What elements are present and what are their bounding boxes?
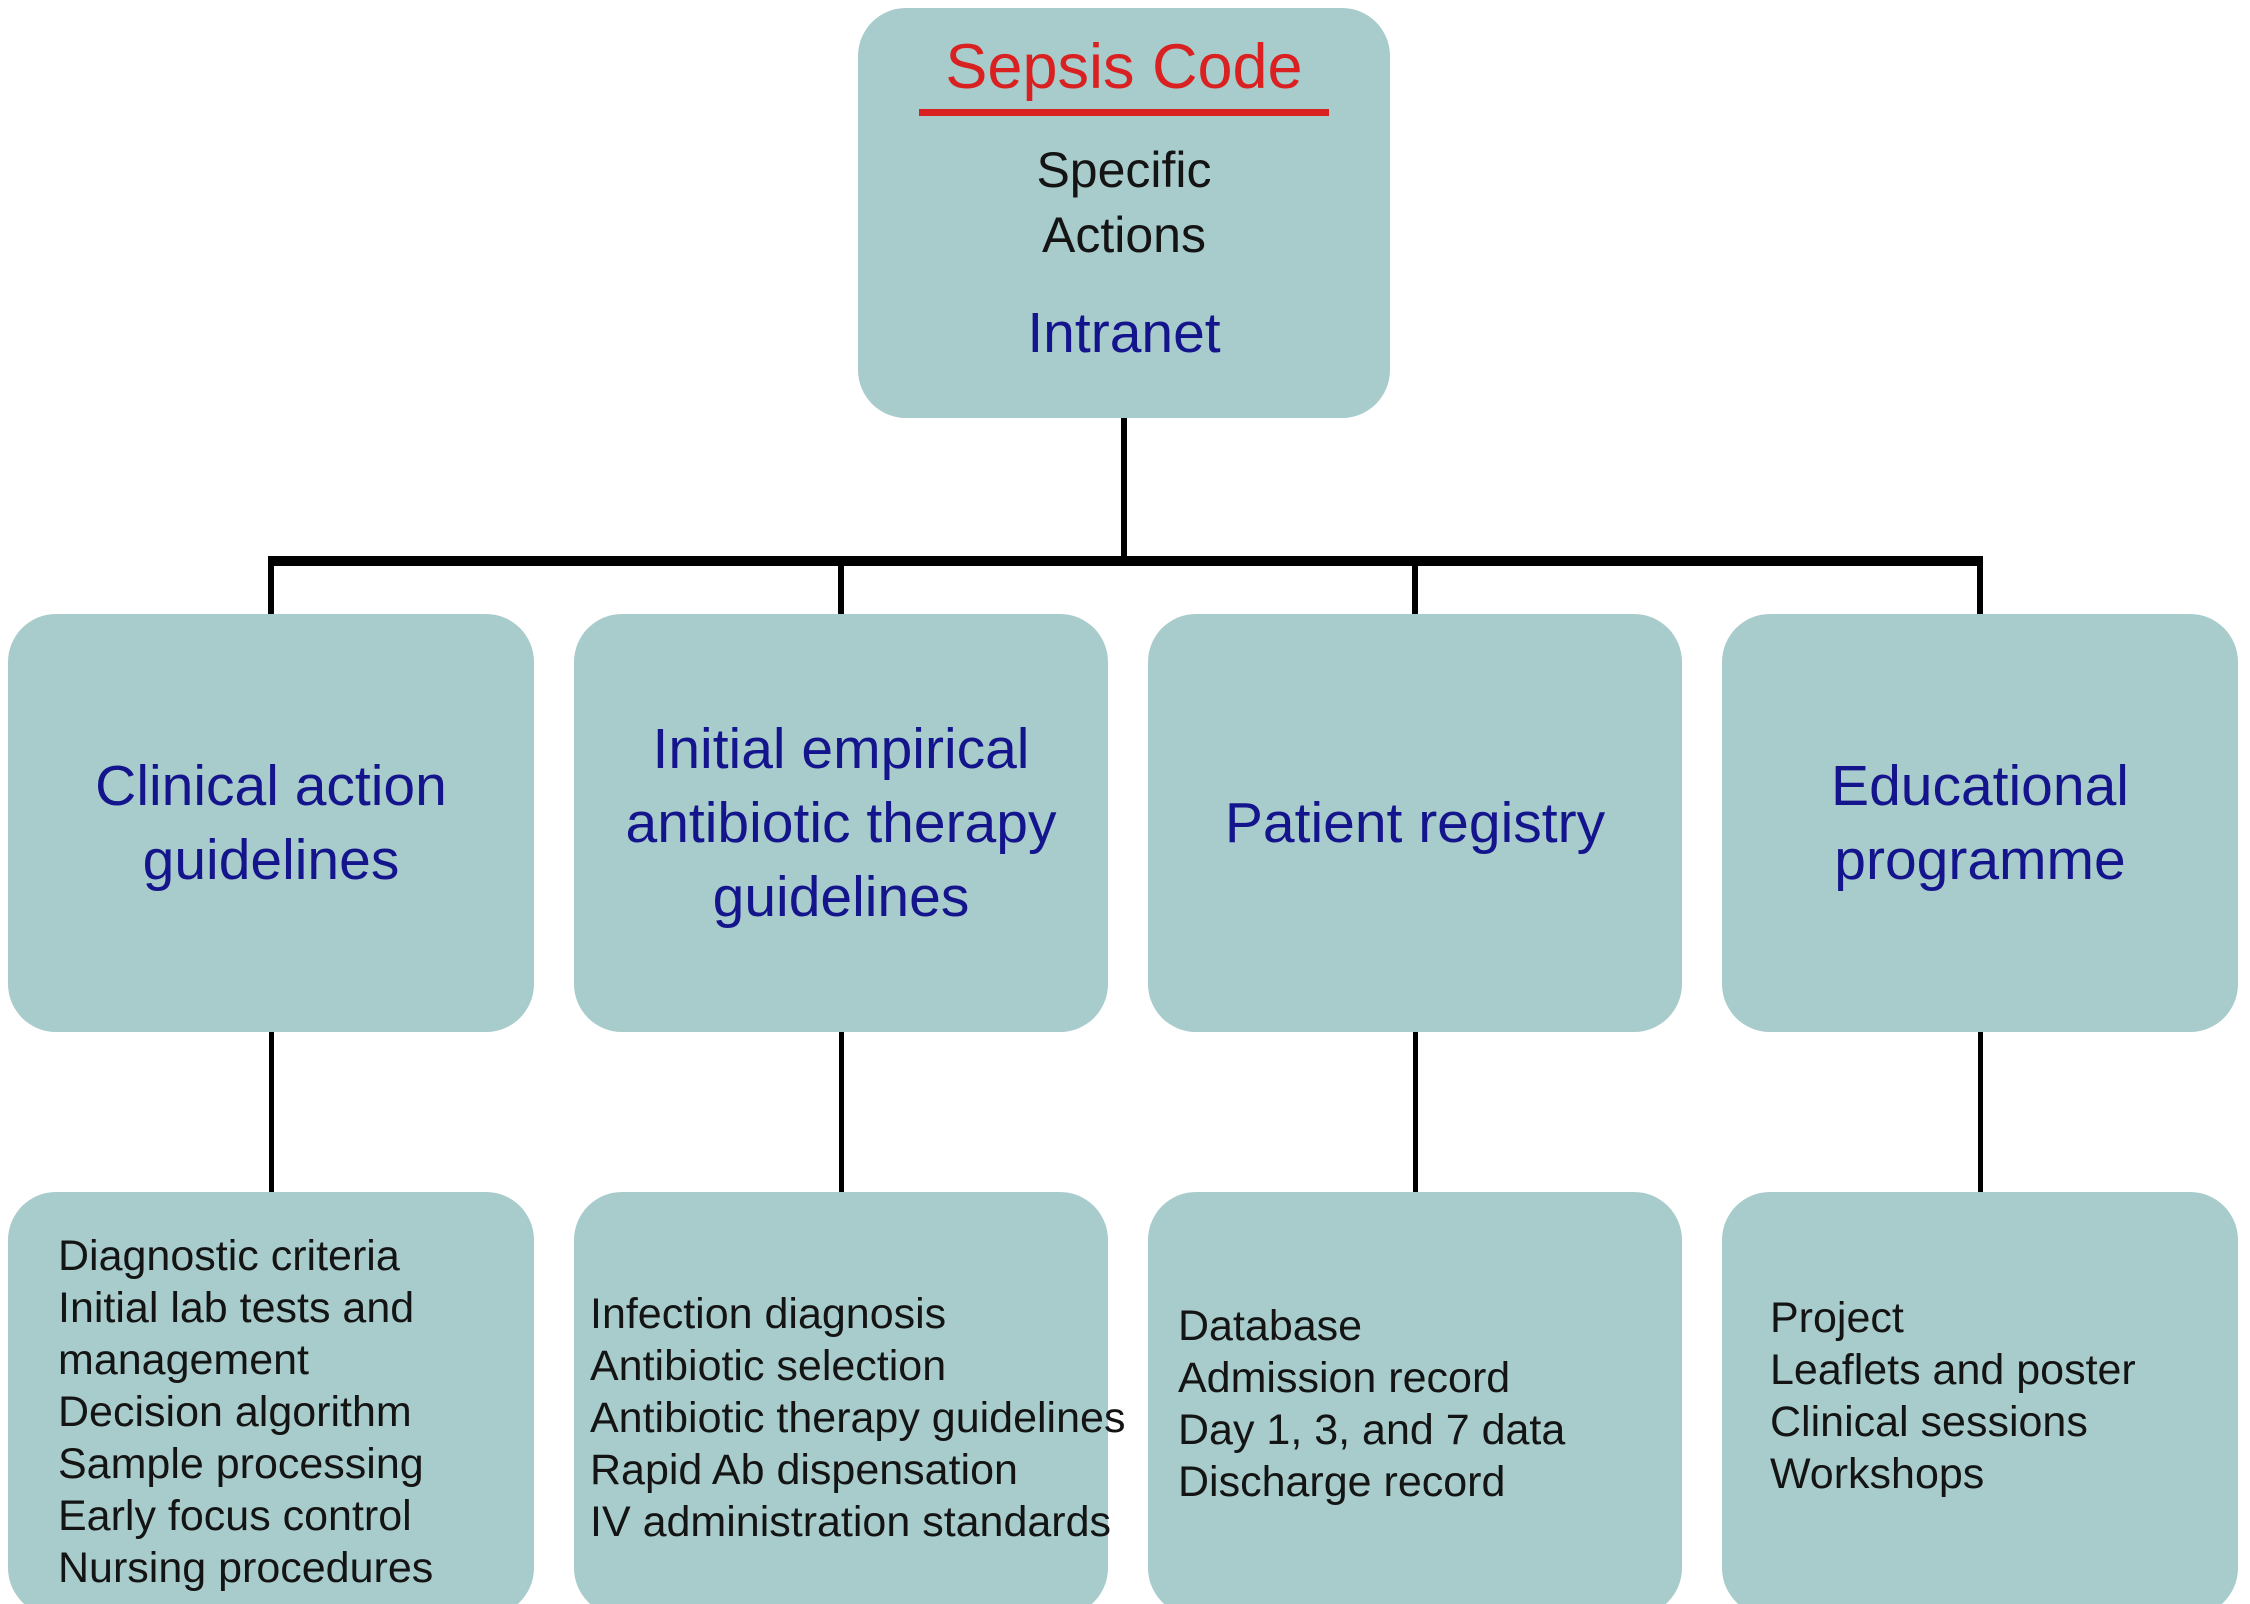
root-intranet-label: Intranet xyxy=(1027,300,1221,365)
connector-leaf-clinical-action xyxy=(269,1028,274,1196)
text-line: Specific xyxy=(1036,141,1212,198)
text-line: Initial lab tests and xyxy=(58,1284,415,1333)
connector-drop-antibiotic-therapy xyxy=(838,560,844,616)
text-line: Diagnostic criteria xyxy=(58,1232,400,1280)
connector-leaf-educational-programme xyxy=(1978,1028,1983,1196)
root-title: Sepsis Code xyxy=(919,32,1329,116)
text-line: Workshops xyxy=(1770,1450,1985,1499)
text-line: Discharge record xyxy=(1178,1458,1506,1507)
branch-title: Clinical action guidelines xyxy=(95,753,447,892)
text-line: Antibiotic selection xyxy=(590,1342,947,1391)
text-line: Decision algorithm xyxy=(58,1388,412,1437)
text-line: Database xyxy=(1178,1302,1363,1350)
connector-crossbar xyxy=(268,556,1983,566)
connector-drop-educational-programme xyxy=(1977,560,1983,616)
text-line: Antibiotic therapy guidelines xyxy=(590,1394,1126,1443)
text-line: Admission record xyxy=(1178,1354,1511,1403)
text-line: Sample processing xyxy=(58,1440,424,1489)
connector-leaf-patient-registry xyxy=(1413,1028,1418,1196)
branch-box-patient-registry: Patient registry xyxy=(1148,614,1682,1032)
text-line: Actions xyxy=(1042,206,1206,263)
connector-drop-clinical-action xyxy=(268,560,274,616)
connector-drop-patient-registry xyxy=(1412,560,1418,616)
text-line: IV administration standards xyxy=(590,1498,1112,1547)
branch-box-educational-programme: Educational programme xyxy=(1722,614,2238,1032)
text-line: Infection diagnosis xyxy=(590,1290,947,1338)
text-line: Day 1, 3, and 7 data xyxy=(1178,1406,1566,1455)
text-line: Nursing procedures xyxy=(58,1544,434,1593)
text-line: management xyxy=(58,1336,309,1385)
connector-root-stem xyxy=(1121,416,1127,562)
branch-box-clinical-action-guidelines: Clinical action guidelines xyxy=(8,614,534,1032)
branch-title: Initial empirical antibiotic therapy gui… xyxy=(625,716,1057,930)
branch-box-initial-empirical-antibiotic-therapy-guidelines: Initial empirical antibiotic therapy gui… xyxy=(574,614,1108,1032)
text-line: Clinical sessions xyxy=(1770,1398,2088,1447)
text-line: Early focus control xyxy=(58,1492,412,1541)
branch-title: Patient registry xyxy=(1224,790,1606,855)
text-line: Project xyxy=(1770,1294,1904,1342)
text-line: Leaflets and poster xyxy=(1770,1346,2136,1395)
branch-title: Educational programme xyxy=(1831,753,2129,892)
connector-leaf-antibiotic-therapy xyxy=(839,1028,844,1196)
text-line: Rapid Ab dispensation xyxy=(590,1446,1018,1495)
